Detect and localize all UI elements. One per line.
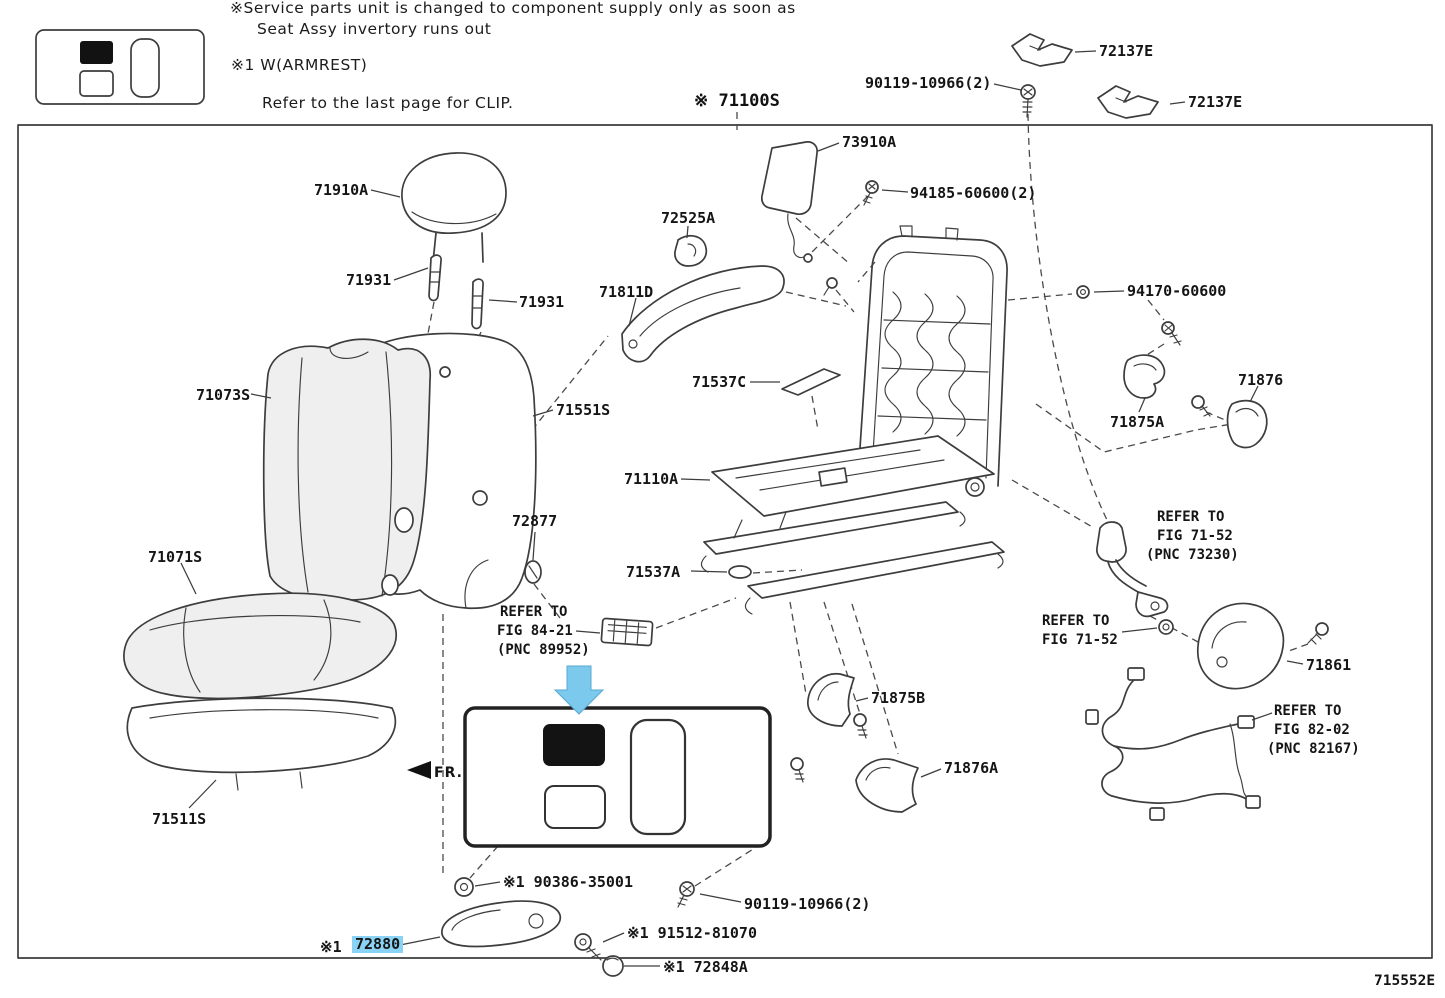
ref-fig84-21-line1: REFER TO [500, 604, 568, 620]
label-doc-number: 715552E [1374, 973, 1436, 989]
label-71931-left: 71931 [346, 271, 392, 289]
label-71537C: 71537C [692, 373, 747, 391]
label-fr: FR. [434, 765, 463, 781]
label-assy-71100S: ※ 71100S [694, 91, 780, 111]
seatback-frame [857, 225, 1008, 487]
recliner-cover-71861 [1197, 602, 1285, 690]
side-shield-71811D [621, 265, 785, 363]
label-71875A: 71875A [1110, 413, 1165, 431]
tag-71537C [781, 368, 841, 396]
leader-lines [180, 50, 1304, 967]
note-service-line1: ※Service parts unit is changed to compon… [230, 0, 796, 17]
label-71537A: 71537A [626, 563, 681, 581]
label-71811D: 71811D [599, 283, 654, 301]
clip-72877 [524, 560, 542, 584]
label-90386-35001: ※1 90386-35001 [503, 873, 633, 891]
screw-71861-bolt [1307, 622, 1329, 645]
switch-panel-73910A [760, 141, 818, 263]
screw-71876A-bolt [790, 757, 805, 783]
screw-90119-bottom [677, 881, 695, 908]
ref-fig71-52b-line1: REFER TO [1042, 613, 1110, 629]
grommet-90386 [454, 877, 474, 897]
label-72848A: ※1 72848A [663, 958, 748, 976]
clip-small [823, 277, 838, 296]
screw-94170 [1161, 321, 1182, 346]
grommet-94170 [1076, 285, 1090, 299]
seat-position-indicator [463, 706, 772, 848]
bracket-71876A [855, 758, 919, 813]
seat-adjuster-71110A [700, 435, 1005, 615]
screw-71876-bolt [1191, 395, 1211, 417]
bracket-71875B [807, 673, 855, 727]
label-73910A: 73910A [842, 133, 897, 151]
highlight-arrow-down [553, 665, 605, 715]
headrest-stay-71931-right [471, 278, 484, 330]
label-90119-10966-bottom: 90119-10966(2) [744, 895, 871, 913]
label-72137E-bottom: 72137E [1188, 93, 1243, 111]
label-94170-60600: 94170-60600 [1127, 282, 1227, 300]
ref-fig71-52a-line3: (PNC 73230) [1146, 547, 1239, 563]
seatbelt-buckle [1096, 521, 1169, 618]
grommet-fig71-52 [1158, 619, 1174, 635]
label-72880-prefix: ※1 [320, 938, 342, 956]
ref-fig82-02-line2: FIG 82-02 [1274, 722, 1350, 738]
ref-fig71-52a-line2: FIG 71-52 [1157, 528, 1233, 544]
label-71861: 71861 [1306, 656, 1352, 674]
label-71551S: 71551S [556, 401, 611, 419]
label-72137E-top: 72137E [1099, 42, 1154, 60]
bracket-72137E-bottom [1097, 85, 1159, 119]
construction-lines [425, 112, 1309, 887]
label-72877: 72877 [512, 512, 558, 530]
label-71071S: 71071S [148, 548, 203, 566]
connector-89952 [600, 617, 654, 647]
label-71110A: 71110A [624, 470, 679, 488]
cushion-pad-71071S [123, 592, 397, 700]
label-72525A: 72525A [661, 209, 716, 227]
label-71876A: 71876A [944, 759, 999, 777]
bracket-71875A [1123, 354, 1166, 399]
note-clip-refer: Refer to the last page for CLIP. [262, 94, 514, 112]
headrest-stay-71931-left [428, 254, 442, 302]
ref-fig71-52b-line2: FIG 71-52 [1042, 632, 1118, 648]
note-armrest-key: ※1 W(ARMREST) [231, 56, 368, 74]
label-71876: 71876 [1238, 371, 1284, 389]
screw-94185 [863, 180, 879, 206]
ref-fig84-21-line3: (PNC 89952) [497, 642, 590, 658]
label-71875B: 71875B [871, 689, 926, 707]
cushion-base-71511S [126, 697, 397, 791]
fr-arrow-icon [407, 761, 431, 779]
seat-position-legend [35, 29, 205, 105]
label-71073S: 71073S [196, 386, 251, 404]
ref-fig82-02-line1: REFER TO [1274, 703, 1342, 719]
label-71511S: 71511S [152, 810, 207, 828]
screw-90119-top [1020, 84, 1036, 118]
ref-fig71-52a-line1: REFER TO [1157, 509, 1225, 525]
hook-72525A [674, 235, 708, 267]
cap-72848A [602, 955, 624, 977]
headrest-71910A [401, 152, 507, 263]
diagram-border [17, 124, 1433, 959]
ref-fig82-02-line3: (PNC 82167) [1267, 741, 1360, 757]
clip-71537A [728, 565, 752, 579]
cover-71876 [1226, 399, 1268, 449]
label-91512-81070: ※1 91512-81070 [627, 924, 757, 942]
label-71910A: 71910A [314, 181, 369, 199]
wire-harness [1085, 667, 1261, 821]
seatback-pad-71073S [262, 338, 431, 602]
note-service-line2: Seat Assy invertory runs out [257, 20, 492, 38]
label-72880: 72880 [352, 936, 404, 953]
bracket-72137E-top [1011, 33, 1073, 67]
screw-91512 [574, 933, 602, 961]
label-94185-60600: 94185-60600(2) [910, 184, 1037, 202]
label-90119-10966-top: 90119-10966(2) [865, 74, 992, 92]
ref-fig84-21-line2: FIG 84-21 [497, 623, 573, 639]
label-71931-right: 71931 [519, 293, 565, 311]
armrest-72880 [441, 900, 562, 948]
screw-71875B-bolt [853, 713, 868, 739]
